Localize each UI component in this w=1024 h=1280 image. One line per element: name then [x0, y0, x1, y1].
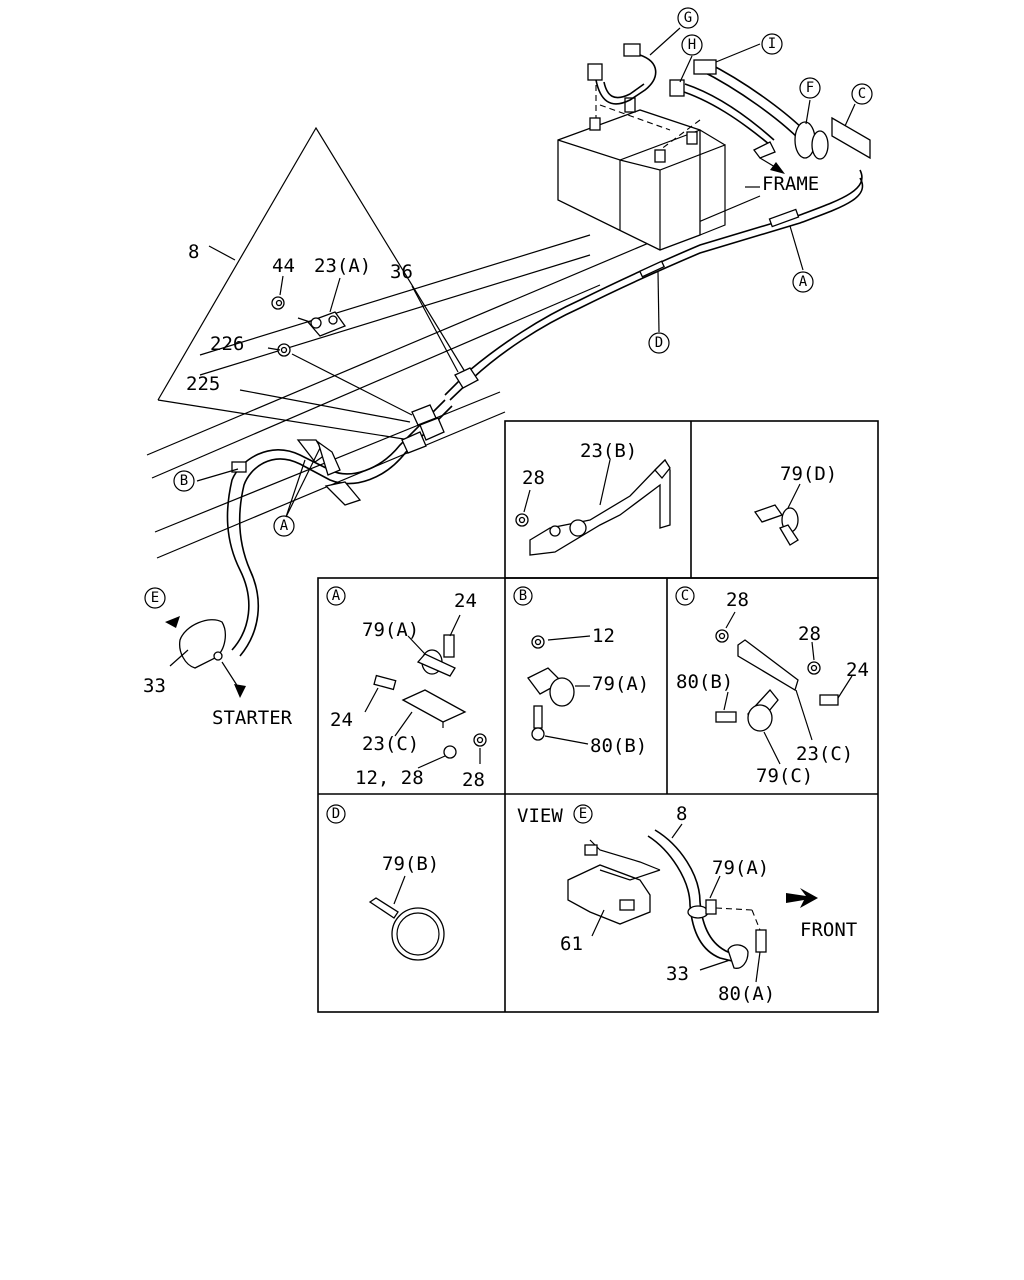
label-c: C: [858, 86, 866, 102]
label-b: B: [180, 473, 188, 489]
callout-circle-a2: [792, 271, 814, 293]
label-front: FRONT: [800, 919, 857, 941]
label-28: 28: [462, 769, 485, 791]
label-e: E: [151, 590, 159, 606]
label-79d: 79(D): [780, 463, 837, 485]
label-44: 44: [272, 255, 295, 277]
label-8: 8: [676, 803, 687, 825]
label-starter: STARTER: [212, 707, 293, 729]
callout-circle-f: [799, 77, 821, 99]
callout-circle-c: [851, 83, 873, 105]
callout-circle-a: [273, 515, 295, 537]
panel-79d: 79(D): [753, 463, 837, 546]
detail-panel-grid: [317, 420, 879, 1013]
panel-23b: 23(B) 28: [515, 440, 671, 556]
panel-a: A 79(A) 24 24 23(C) 12, 28 28: [326, 586, 487, 791]
callout-circle-i: [761, 33, 783, 55]
label-24: 24: [846, 659, 869, 681]
leader-lines: [165, 27, 856, 698]
label-d: D: [655, 335, 663, 351]
panel-b-tag: B: [519, 588, 527, 604]
panel-b: B 12 79(A) 80(B): [513, 586, 649, 757]
label-23c: 23(C): [796, 743, 853, 765]
label-12-28: 12, 28: [355, 767, 424, 789]
label-23b: 23(B): [580, 440, 637, 462]
label-225: 225: [186, 373, 220, 395]
label-28-right: 28: [798, 623, 821, 645]
battery-link-cables: [587, 43, 871, 160]
label-28-top: 28: [726, 589, 749, 611]
label-79b: 79(B): [382, 853, 439, 875]
callout-circle-b: [173, 470, 195, 492]
panel-d: D 79(B): [326, 804, 445, 961]
label-28: 28: [522, 467, 545, 489]
label-80a: 80(A): [718, 983, 775, 1005]
cable-clips: [231, 439, 362, 506]
label-g: G: [684, 10, 692, 26]
label-a2: A: [799, 274, 808, 290]
label-i: I: [768, 36, 776, 52]
label-36: 36: [390, 261, 413, 283]
battery-cable: [179, 169, 864, 669]
label-79a: 79(A): [592, 673, 649, 695]
label-33: 33: [143, 675, 166, 697]
label-frame: FRAME: [762, 173, 819, 195]
view-label: VIEW: [517, 805, 563, 827]
panel-a-tag: A: [332, 588, 341, 604]
battery-pack: [557, 85, 726, 251]
view-tag: E: [579, 806, 587, 822]
label-f: F: [806, 80, 814, 96]
label-23a: 23(A): [314, 255, 371, 277]
label-79a: 79(A): [362, 619, 419, 641]
panel-view-e: VIEW E 8 79(A) FRONT 61 33 80(A): [517, 803, 857, 1005]
label-33: 33: [666, 963, 689, 985]
callout-triangle: [157, 126, 471, 441]
main-assembly-view: 8 44 23(A) 36 226 225 B A E 33 STARTER G…: [143, 7, 873, 729]
label-80b: 80(B): [676, 671, 733, 693]
label-79c: 79(C): [756, 765, 813, 787]
panel-c: C 28 28 24 80(B) 23(C) 79(C): [675, 586, 869, 787]
callout-circle-g: [677, 7, 699, 29]
panel-d-tag: D: [332, 806, 340, 822]
label-61: 61: [560, 933, 583, 955]
label-a: A: [280, 518, 289, 534]
label-8: 8: [188, 241, 199, 263]
label-80b: 80(B): [590, 735, 647, 757]
label-h: H: [688, 37, 696, 53]
label-24-top: 24: [454, 590, 477, 612]
callout-circle-e: [144, 587, 166, 609]
panel-c-tag: C: [681, 588, 689, 604]
label-23c: 23(C): [362, 733, 419, 755]
callout-circle-d: [648, 332, 670, 354]
label-79a: 79(A): [712, 857, 769, 879]
label-12: 12: [592, 625, 615, 647]
callout-circle-h: [681, 34, 703, 56]
label-226: 226: [210, 333, 244, 355]
connector-parts: [271, 296, 479, 454]
label-24-left: 24: [330, 709, 353, 731]
